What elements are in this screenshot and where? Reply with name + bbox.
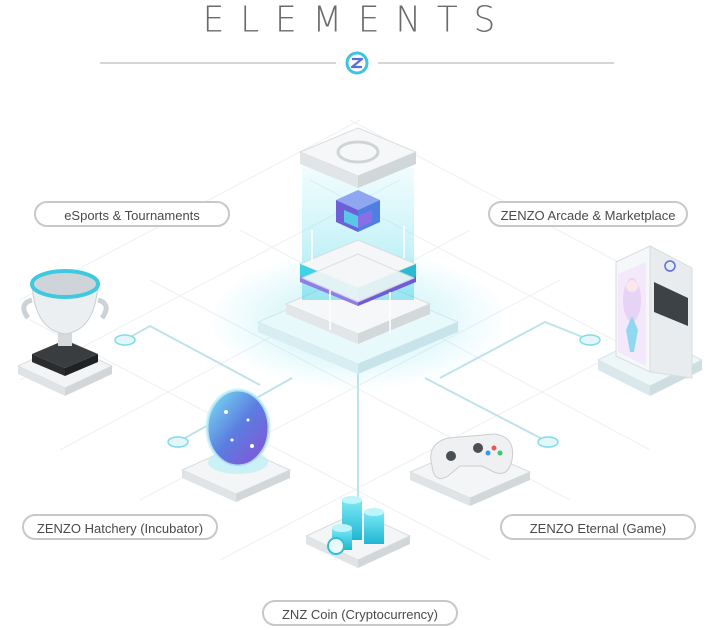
label-esports-tournaments: eSports & Tournaments — [34, 201, 230, 227]
central-server-tower — [208, 127, 508, 390]
trophy-icon — [16, 269, 114, 396]
label-zenzo-hatchery: ZENZO Hatchery (Incubator) — [22, 514, 218, 540]
znz-coin-stack-icon — [304, 496, 412, 568]
hatchery-egg-icon — [180, 388, 292, 502]
label-znz-coin: ZNZ Coin (Cryptocurrency) — [262, 600, 458, 626]
arcade-cabinet-icon — [596, 245, 704, 396]
game-controller-icon — [408, 433, 532, 506]
zenzo-logo-icon — [345, 51, 369, 75]
connection-nodes — [114, 334, 601, 448]
block-cube-icon — [336, 190, 380, 232]
page-title: ELEMENTS — [202, 0, 512, 41]
label-zenzo-eternal: ZENZO Eternal (Game) — [500, 514, 696, 540]
label-zenzo-arcade-marketplace: ZENZO Arcade & Marketplace — [488, 201, 688, 227]
